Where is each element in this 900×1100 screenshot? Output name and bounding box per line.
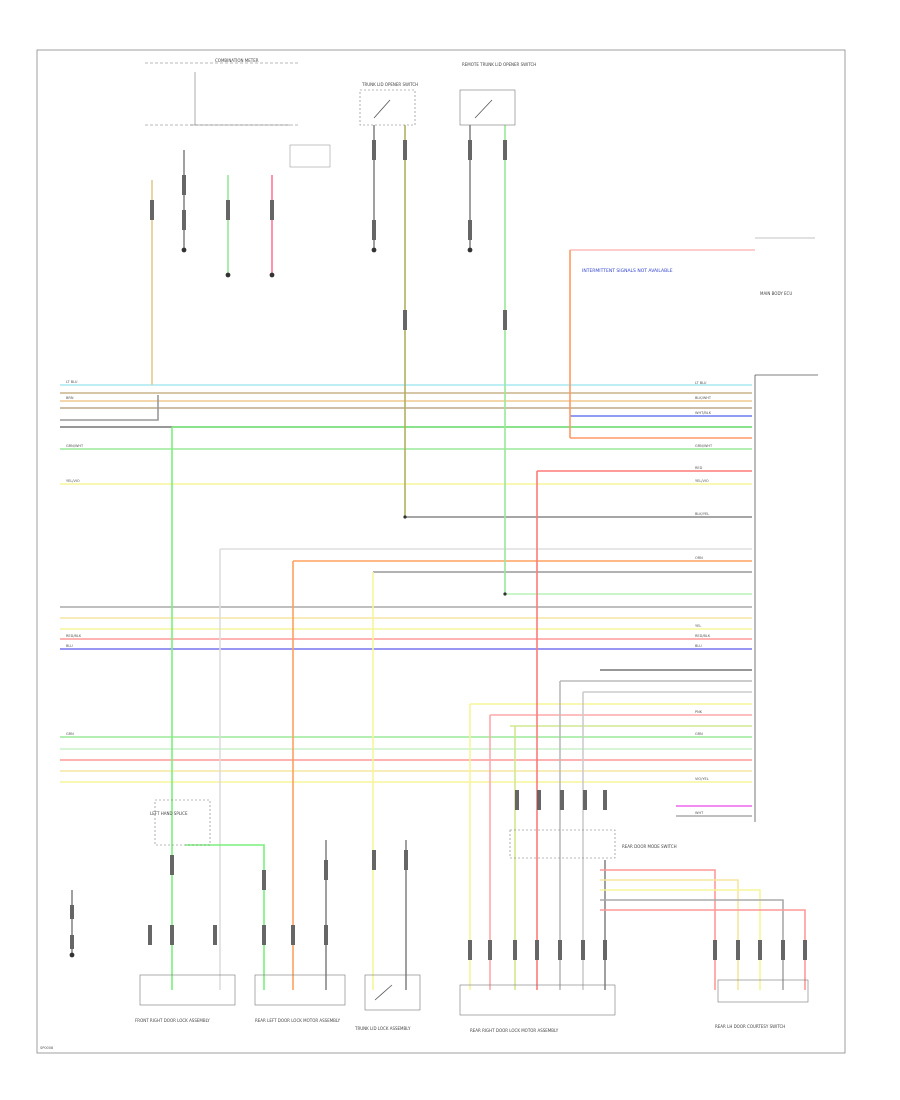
remote-switch-label: REMOTE TRUNK LID OPENER SWITCH [462, 62, 536, 67]
front-right-door-lock: FRONT RIGHT DOOR LOCK ASSEMBLY [135, 974, 236, 1023]
wire-label: RED/BLK [66, 634, 82, 638]
rear-left-door-label: REAR LEFT DOOR LOCK MOTOR ASSEMBLY [255, 1018, 341, 1023]
wire-label: VIO/YEL [695, 777, 709, 781]
wire-label: PNK [695, 710, 703, 714]
rear-right-door-label: REAR RIGHT DOOR LOCK MOTOR ASSEMBLY [470, 1028, 559, 1033]
wire-label: YEL/VIO [66, 479, 80, 483]
combination-meter-label: COMBINATION METER [215, 58, 259, 63]
connector-pins [70, 140, 807, 960]
ground-symbols [69, 247, 507, 958]
wire-label: GRN/WHT [695, 444, 713, 448]
front-right-door-label: FRONT RIGHT DOOR LOCK ASSEMBLY [135, 1018, 210, 1023]
trunk-lid-opener-switch: TRUNK LID OPENER SWITCH [359, 82, 418, 126]
main-body-ecu-label: MAIN BODY ECU [760, 291, 792, 296]
wire-label: ORN [695, 556, 703, 560]
rear-left-door-lock: REAR LEFT DOOR LOCK MOTOR ASSEMBLY [254, 974, 346, 1023]
horizontal-wires [60, 384, 752, 817]
rear-lh-door-label: REAR LH DOOR COURTESY SWITCH [715, 1024, 785, 1029]
rear-lh-door-switch: REAR LH DOOR COURTESY SWITCH [715, 979, 809, 1029]
rear-right-door-lock: REAR RIGHT DOOR LOCK MOTOR ASSEMBLY [459, 984, 616, 1033]
remote-trunk-switch: REMOTE TRUNK LID OPENER SWITCH [459, 62, 536, 126]
trunk-lid-opener-label: TRUNK LID OPENER SWITCH [361, 82, 418, 87]
wire-labels-right: LT BLU BLK/WHT WHT/BLK GRN/WHT RED YEL/V… [695, 381, 713, 815]
wire-label: BLU [695, 644, 702, 648]
meter-sub-box [289, 144, 331, 168]
wire-label: BLK/YEL [695, 512, 709, 516]
lh-splice: LEFT HAND SPLICE [150, 799, 211, 846]
wire-label: RED [695, 466, 703, 470]
trunk-lid-lock-label: TRUNK LID LOCK ASSEMBLY [354, 1026, 411, 1031]
rear-door-mode-label: REAR DOOR MODE SWITCH [622, 844, 677, 849]
wire-label: RED/BLK [695, 634, 711, 638]
wire-label: GRN [695, 732, 703, 736]
wire-label: GRN [66, 732, 74, 736]
signal-note: INTERMITTENT SIGNALS NOT AVAILABLE [570, 237, 815, 274]
wire-label: WHT/BLK [695, 411, 712, 415]
wire-labels-left: LT BLU BRN GRN/WHT YEL/VIO RED/BLK BLU G… [66, 380, 84, 736]
wire-label: GRN/WHT [66, 444, 84, 448]
wire-label: BLK/WHT [695, 396, 712, 400]
footer-code: SP0008 [40, 1046, 53, 1050]
wire-label: BRN [66, 396, 74, 400]
signal-note-text: INTERMITTENT SIGNALS NOT AVAILABLE [582, 268, 673, 274]
trunk-lid-lock: TRUNK LID LOCK ASSEMBLY [354, 974, 421, 1031]
wire-label: LT BLU [695, 381, 707, 385]
wire-label: YEL/VIO [695, 479, 709, 483]
wire-label: LT BLU [66, 380, 78, 384]
rear-door-mode-switch: REAR DOOR MODE SWITCH [509, 829, 677, 859]
combination-meter: COMBINATION METER [145, 58, 300, 126]
wire-label: BLU [66, 644, 73, 648]
wire-label: WHT [695, 811, 704, 815]
wire-label: YEL [695, 624, 701, 628]
lh-splice-label: LEFT HAND SPLICE [150, 811, 188, 816]
page-frame [36, 49, 846, 1054]
